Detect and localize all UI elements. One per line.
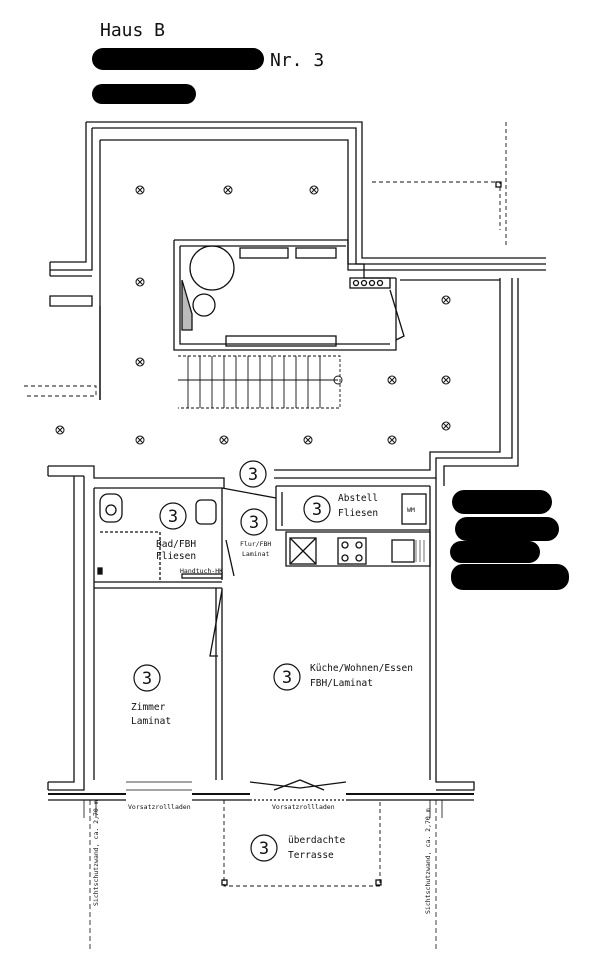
unit-circle	[240, 508, 268, 536]
unit-circle	[303, 495, 331, 523]
unit-circle	[273, 663, 301, 691]
redaction-bar	[451, 564, 569, 590]
unit-number: 3	[249, 513, 259, 533]
redaction-bar	[452, 490, 552, 514]
unit-circle	[250, 834, 278, 862]
wm-label: WM	[407, 506, 415, 514]
bad-label: Bad/FBH	[156, 539, 196, 550]
house-title: Haus B	[100, 20, 166, 41]
rollladen-label-left: Vorsatzrollladen	[128, 803, 191, 811]
unit-number: 3	[282, 668, 292, 688]
redaction-bar	[92, 48, 264, 70]
terrasse-floor-label: Terrasse	[288, 850, 334, 861]
lamp-marker	[441, 295, 451, 305]
abstell-floor-label: Fliesen	[338, 508, 378, 519]
lamp-marker	[387, 375, 397, 385]
unit-circle	[159, 502, 187, 530]
flur-label: Flur/FBH	[240, 540, 271, 548]
lamp-marker	[55, 425, 65, 435]
lamp-marker	[135, 357, 145, 367]
abstell-label: Abstell	[338, 493, 378, 504]
unit-number: 3	[312, 500, 322, 520]
redaction-bar	[450, 541, 540, 563]
flur-floor-label: Laminat	[242, 550, 269, 558]
lamp-marker	[441, 375, 451, 385]
lamp-marker	[135, 277, 145, 287]
handtuch-label: Handtuch-HK	[180, 567, 223, 575]
unit-number: 3	[142, 669, 152, 689]
terrasse-label: überdachte	[288, 835, 345, 846]
kueche-label: Küche/Wohnen/Essen	[310, 663, 413, 674]
lamp-marker	[223, 185, 233, 195]
zimmer-label: Zimmer	[131, 702, 166, 713]
sichtschutz-label-right: Sichtschutzwand, ca. 2,70 m	[424, 808, 432, 914]
lamp-marker	[303, 435, 313, 445]
unit-circle	[133, 664, 161, 692]
lamp-marker	[387, 435, 397, 445]
lamp-marker	[135, 435, 145, 445]
lamp-marker	[309, 185, 319, 195]
unit-number: 3	[168, 507, 178, 527]
unit-number: 3	[248, 465, 258, 485]
rollladen-label-right: Vorsatzrollladen	[272, 803, 335, 811]
redaction-bar	[92, 84, 196, 104]
sichtschutz-label-left: Sichtschutzwand, ca. 2,70 m	[92, 800, 100, 906]
kueche-floor-label: FBH/Laminat	[310, 678, 373, 689]
unit-number-title: Nr. 3	[270, 50, 325, 71]
unit-number: 3	[259, 839, 269, 859]
redaction-bar	[455, 517, 559, 541]
bad-floor-label: Fliesen	[156, 551, 196, 562]
lamp-marker	[219, 435, 229, 445]
unit-circle	[239, 460, 267, 488]
lamp-marker	[441, 421, 451, 431]
lamp-marker	[135, 185, 145, 195]
zimmer-floor-label: Laminat	[131, 716, 171, 727]
